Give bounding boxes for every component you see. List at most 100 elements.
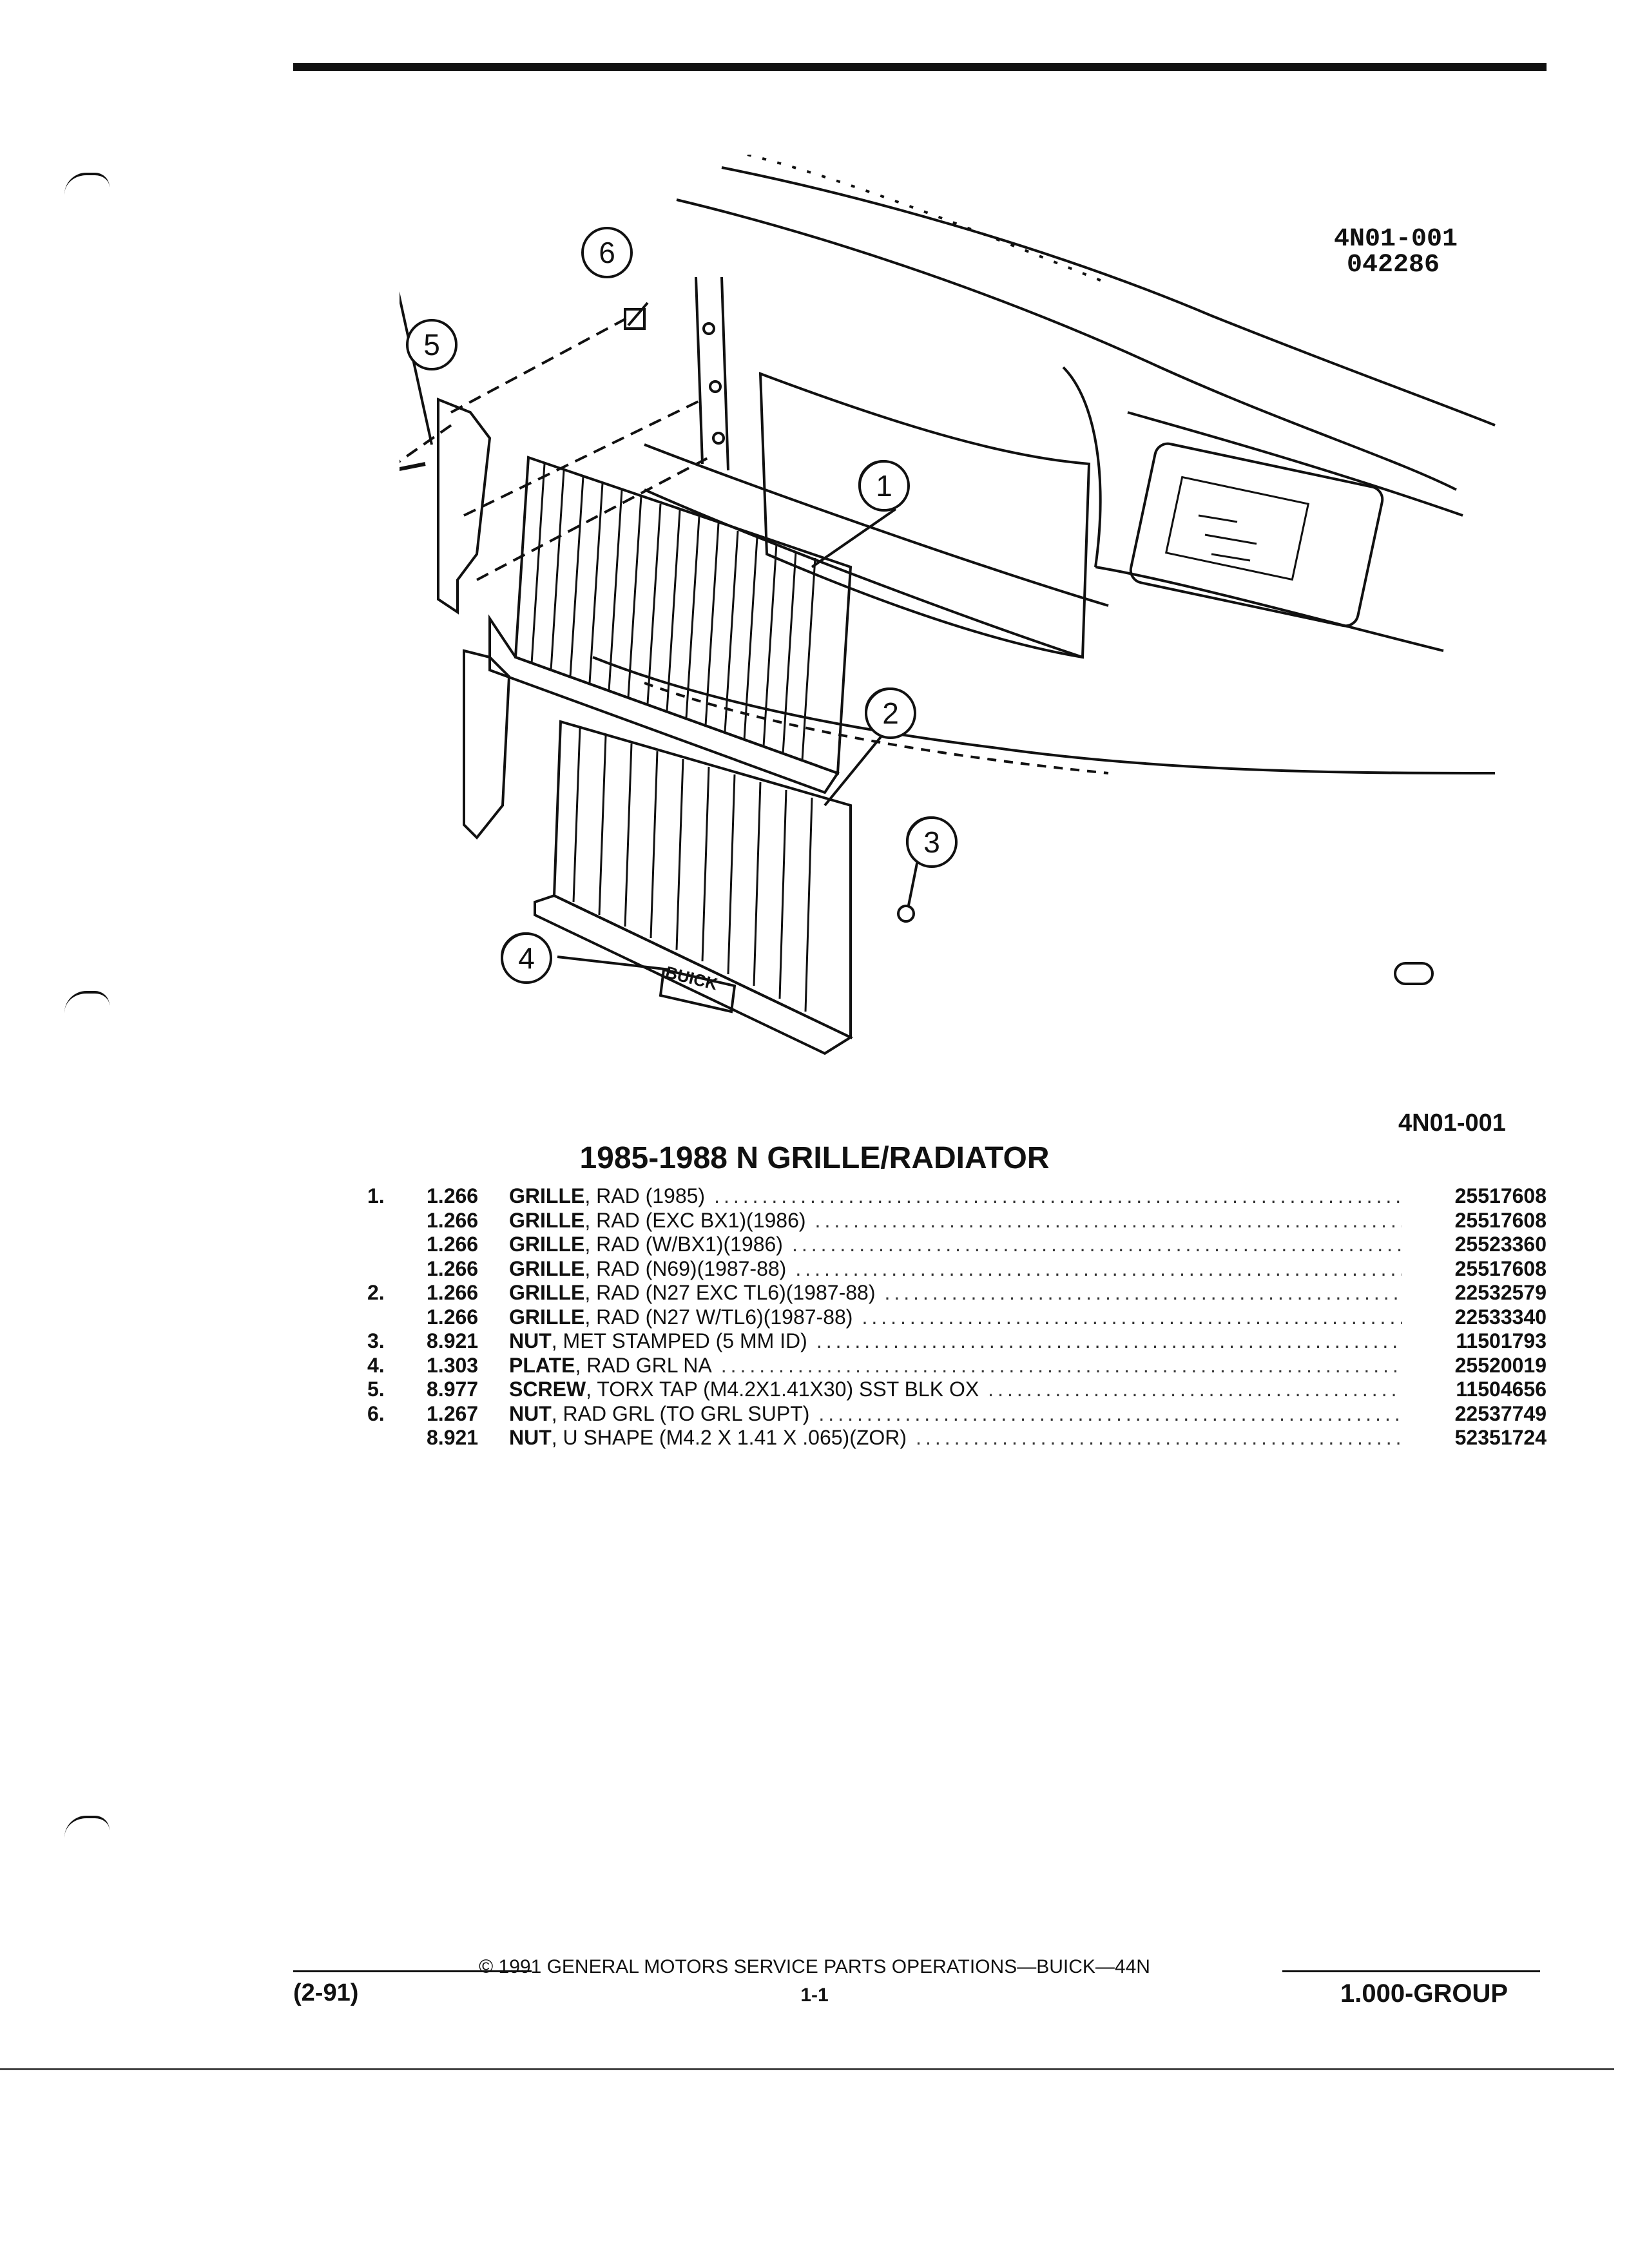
dot-leader: ........................................… — [815, 1208, 1402, 1232]
part-name: GRILLE — [509, 1208, 585, 1232]
item-number: 6. — [367, 1401, 385, 1425]
parts-list-row: 3. 8.921 NUT , MET STAMPED (5 MM ID) ...… — [367, 1329, 1547, 1354]
parts-list-row: 1.266 GRILLE , RAD (N69)(1987-88) ......… — [367, 1257, 1547, 1282]
part-number: 22537749 — [1454, 1401, 1547, 1425]
parts-list-row: 2. 1.266 GRILLE , RAD (N27 EXC TL6)(1987… — [367, 1281, 1547, 1305]
dot-leader: ........................................… — [816, 1329, 1402, 1352]
footer-rule — [1282, 1970, 1540, 1972]
diagram-code: 4N01-001 — [1334, 225, 1458, 254]
callout-5: 5 — [406, 319, 458, 370]
callout-label: 5 — [423, 328, 440, 361]
footer-copyright: © 1991 GENERAL MOTORS SERVICE PARTS OPER… — [479, 1956, 1150, 1977]
top-rule — [293, 63, 1547, 71]
lower-grille-drawing — [534, 720, 854, 1055]
footer-rule — [293, 1970, 532, 1972]
exploded-parts-diagram — [400, 155, 1496, 1055]
part-description: , RAD (1985) — [584, 1184, 706, 1207]
dot-leader: ........................................… — [720, 1353, 1402, 1377]
parts-list-row: 6. 1.267 NUT , RAD GRL (TO GRL SUPT) ...… — [367, 1402, 1547, 1427]
dot-leader: ........................................… — [791, 1233, 1402, 1256]
dot-leader: ........................................… — [714, 1184, 1402, 1207]
part-description: , RAD GRL (TO GRL SUPT) — [551, 1401, 810, 1425]
part-number: 52351724 — [1454, 1426, 1547, 1449]
parts-list-row: 4. 1.303 PLATE , RAD GRL NA ............… — [367, 1354, 1547, 1378]
part-name: GRILLE — [509, 1256, 585, 1280]
part-name: SCREW — [509, 1378, 586, 1401]
dot-leader: ........................................… — [884, 1281, 1402, 1304]
section-code: 4N01-001 — [1398, 1110, 1506, 1137]
item-number: 3. — [367, 1329, 385, 1352]
dot-leader: ........................................… — [862, 1305, 1402, 1329]
part-number: 25517608 — [1454, 1208, 1547, 1232]
part-number: 22532579 — [1454, 1281, 1547, 1304]
upper-grille-drawing — [488, 456, 853, 794]
part-description: , U SHAPE (M4.2 X 1.41 X .065)(ZOR) — [551, 1426, 907, 1449]
item-number: 2. — [367, 1281, 385, 1304]
parts-list-row: 1. 1.266 GRILLE , RAD (1985) ...........… — [367, 1184, 1547, 1209]
callout-2: 2 — [865, 687, 916, 739]
part-name: GRILLE — [509, 1305, 585, 1329]
item-number: 1. — [367, 1184, 385, 1207]
bottom-rule — [0, 2068, 1614, 2070]
margin-mark — [64, 991, 110, 1013]
dot-leader: ........................................… — [818, 1401, 1402, 1425]
group-number: 1.266 — [427, 1233, 479, 1256]
margin-mark — [64, 1816, 110, 1838]
parts-list-row: 1.266 GRILLE , RAD (N27 W/TL6)(1987-88) … — [367, 1305, 1547, 1330]
dot-leader: ........................................… — [795, 1256, 1402, 1280]
part-name: GRILLE — [509, 1233, 585, 1256]
group-number: 1.266 — [427, 1281, 479, 1304]
part-number: 25517608 — [1454, 1184, 1547, 1207]
group-number: 1.267 — [427, 1401, 479, 1425]
item-number: 5. — [367, 1378, 385, 1401]
part-number: 25517608 — [1454, 1256, 1547, 1280]
part-description: , RAD (N27 W/TL6)(1987-88) — [584, 1305, 853, 1329]
footer-group: 1.000-GROUP — [1340, 1979, 1509, 2008]
part-description: , RAD (EXC BX1)(1986) — [584, 1208, 806, 1232]
item-number: 4. — [367, 1353, 385, 1377]
parts-list-row: 8.921 NUT , U SHAPE (M4.2 X 1.41 X .065)… — [367, 1426, 1547, 1450]
part-number: 25523360 — [1454, 1233, 1547, 1256]
footer-date: (2-91) — [293, 1979, 359, 2006]
callout-3: 3 — [906, 816, 958, 868]
part-name: NUT — [509, 1426, 552, 1449]
group-number: 1.266 — [427, 1184, 479, 1207]
callout-1: 1 — [858, 460, 910, 512]
part-name: PLATE — [509, 1353, 575, 1377]
part-number: 11501793 — [1456, 1329, 1547, 1352]
parts-list-row: 5. 8.977 SCREW , TORX TAP (M4.2X1.41X30)… — [367, 1378, 1547, 1402]
group-number: 8.977 — [427, 1378, 479, 1401]
part-description: , RAD GRL NA — [575, 1353, 712, 1377]
margin-mark — [64, 173, 110, 195]
part-description: , RAD (N27 EXC TL6)(1987-88) — [584, 1281, 876, 1304]
callout-label: 1 — [876, 469, 892, 503]
callout-label: 4 — [518, 941, 535, 975]
group-number: 1.266 — [427, 1208, 479, 1232]
callout-4: 4 — [501, 932, 552, 984]
gm-logo-icon — [1394, 962, 1434, 985]
parts-list-row: 1.266 GRILLE , RAD (EXC BX1)(1986) .....… — [367, 1209, 1547, 1233]
parts-list-row: 1.266 GRILLE , RAD (W/BX1)(1986) .......… — [367, 1233, 1547, 1257]
diagram-date-code: 042286 — [1347, 251, 1440, 280]
part-description: , RAD (W/BX1)(1986) — [584, 1233, 783, 1256]
dot-leader: ........................................… — [988, 1378, 1402, 1401]
group-number: 1.266 — [427, 1256, 479, 1280]
section-title: 1985-1988 N GRILLE/RADIATOR — [579, 1141, 1050, 1175]
callout-label: 2 — [882, 697, 899, 730]
group-number: 1.303 — [427, 1353, 479, 1377]
part-number: 22533340 — [1454, 1305, 1547, 1329]
group-number: 8.921 — [427, 1329, 479, 1352]
part-name: NUT — [509, 1329, 552, 1352]
part-description: , TORX TAP (M4.2X1.41X30) SST BLK OX — [586, 1378, 979, 1401]
footer-page-number: 1-1 — [800, 1984, 829, 2006]
callout-label: 6 — [599, 236, 615, 269]
group-number: 1.266 — [427, 1305, 479, 1329]
part-description: , RAD (N69)(1987-88) — [584, 1256, 787, 1280]
part-number: 11504656 — [1456, 1378, 1547, 1401]
part-name: GRILLE — [509, 1184, 585, 1207]
part-name: GRILLE — [509, 1281, 585, 1304]
group-number: 8.921 — [427, 1426, 479, 1449]
dot-leader: ........................................… — [916, 1426, 1402, 1449]
parts-list: 1. 1.266 GRILLE , RAD (1985) ...........… — [367, 1184, 1547, 1450]
callout-label: 3 — [923, 825, 940, 859]
